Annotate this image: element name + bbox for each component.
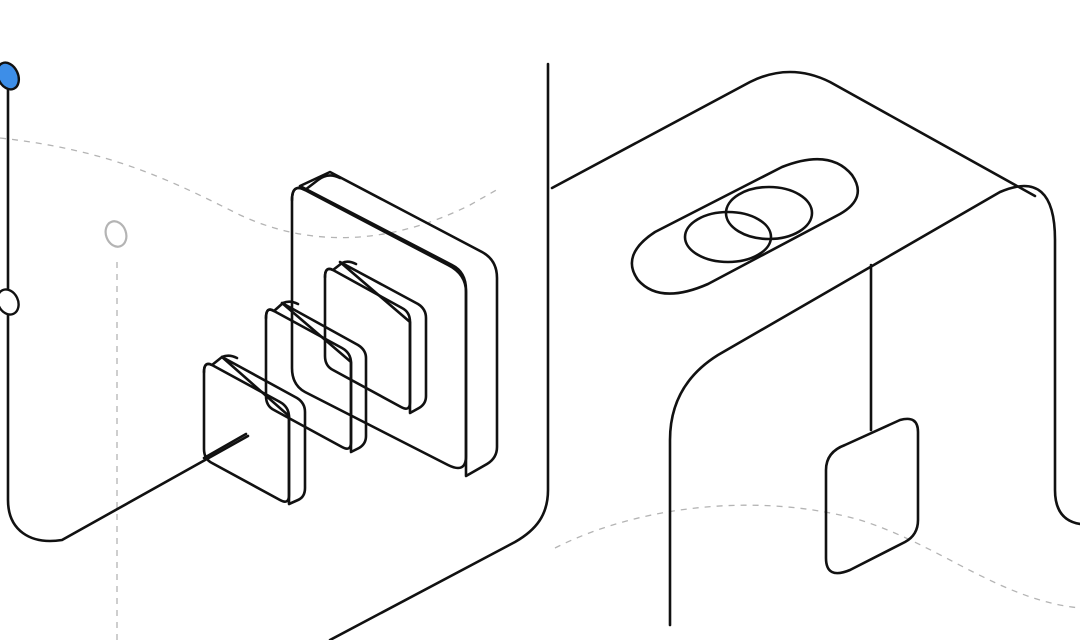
- left-cube-frame: [0, 61, 550, 640]
- right-cube-frame: [550, 70, 1080, 627]
- door-panel: [824, 417, 920, 575]
- square-rear: [323, 260, 428, 415]
- back-panel-top: [290, 174, 342, 202]
- back-panel-side: [298, 170, 499, 478]
- node-dot-top-left-icon: [0, 61, 21, 91]
- toggle-knob: [683, 210, 773, 264]
- dashed-curve-bottom-right: [554, 504, 1080, 609]
- right-cube-front-edge: [668, 184, 1080, 627]
- left-cube-bottom-edge: [6, 78, 250, 543]
- dashed-guides: [0, 137, 1080, 640]
- dashed-curve-top-left: [0, 137, 501, 239]
- square-middle: [264, 300, 368, 454]
- square-front: [202, 354, 307, 506]
- center-pin: [202, 432, 248, 460]
- layered-squares-icon: [202, 170, 499, 506]
- right-cube-top-edge: [550, 70, 1037, 198]
- toggle-track: [630, 157, 860, 295]
- left-cube-right-edge: [328, 62, 550, 640]
- toggle-switch-icon: [630, 157, 860, 295]
- node-ring-small: [104, 220, 128, 248]
- node-ring-mid-left-icon: [0, 288, 20, 316]
